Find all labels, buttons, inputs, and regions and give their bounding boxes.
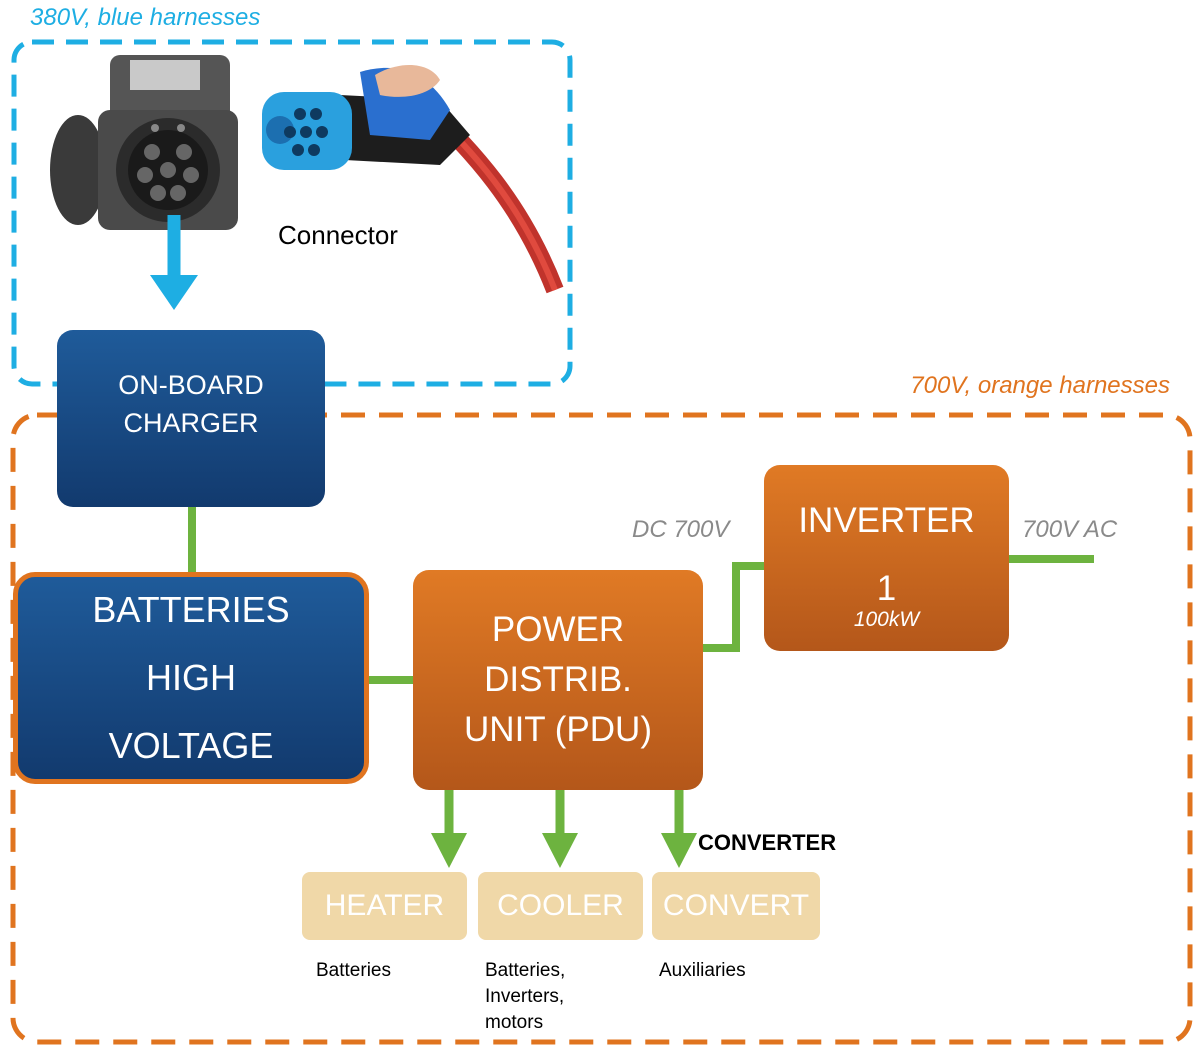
cooler-box: COOLER [478,872,643,940]
inverter-number: 1 [876,569,897,608]
batteries-line3: VOLTAGE [108,725,274,766]
heater-box: HEATER [302,872,467,940]
cooler-caption-line: Batteries, [485,960,566,981]
pdu-line3: UNIT (PDU) [464,710,652,749]
blue-zone-label: 380V, blue harnesses [30,4,261,31]
orange-zone-label: 700V, orange harnesses [910,372,1170,399]
inverter-power: 100kW [853,608,920,631]
on-board-charger-box: ON-BOARD CHARGER [57,330,325,507]
cooler-caption: Batteries, Inverters, motors [485,958,565,1036]
pdu-inverter-link [703,562,766,652]
pdu-box: POWER DISTRIB. UNIT (PDU) [413,570,703,790]
converter-label: CONVERTER [698,830,837,855]
inlet-to-charger-arrow [150,215,198,310]
pdu-line1: POWER [491,610,625,649]
inverter-box: INVERTER 1 100kW [764,465,1009,651]
batteries-line2: HIGH [146,657,236,698]
inverter-title: INVERTER [798,501,975,540]
heater-caption: Batteries [316,958,391,984]
dc-voltage-label: DC 700V [632,516,730,543]
cooler-caption-line: motors [485,1012,544,1033]
heater-caption-line: Batteries [316,960,391,981]
pdu-line2: DISTRIB. [484,660,632,699]
obc-line1: ON-BOARD [118,369,264,400]
convert-caption: Auxiliaries [659,958,746,984]
obc-line2: CHARGER [123,407,259,438]
batteries-box: BATTERIES HIGH VOLTAGE [13,572,369,784]
charging-plug-icon [262,64,564,294]
batteries-line1: BATTERIES [92,589,290,630]
convert-caption-line: Auxiliaries [659,960,746,981]
pdu-load-arrows [431,790,697,868]
charging-inlet-icon [50,55,238,230]
connector-label: Connector [278,220,398,250]
cooler-caption-line: Inverters, [485,986,565,1007]
convert-box: CONVERT [652,872,820,940]
ac-voltage-label: 700V AC [1022,516,1118,543]
